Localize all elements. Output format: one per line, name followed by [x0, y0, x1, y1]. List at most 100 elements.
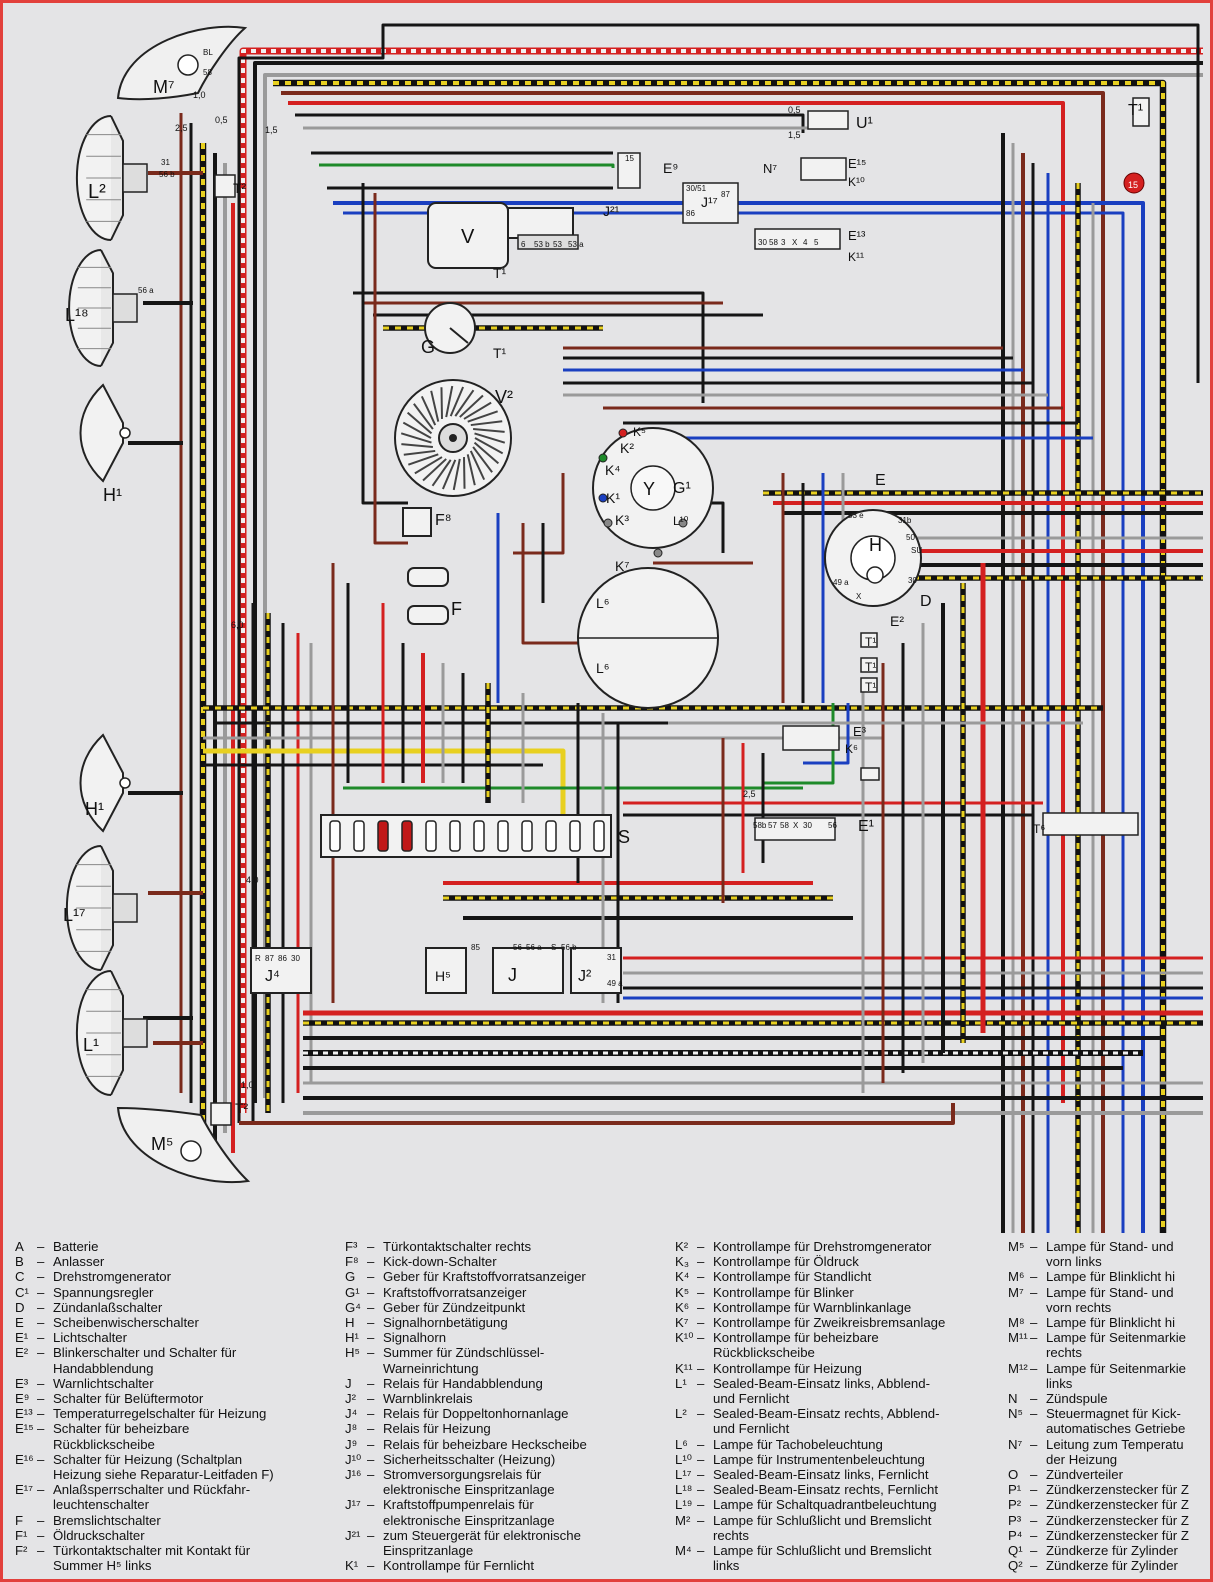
bulb-icon: [177, 54, 199, 76]
legend-code: J⁹: [345, 1436, 358, 1452]
terminal-label: 58: [203, 68, 212, 77]
fuse: [473, 820, 485, 852]
component-label: H¹: [85, 799, 104, 819]
legend-dash: –: [367, 1330, 375, 1346]
legend-dash: –: [37, 1239, 45, 1254]
legend-entry: K⁷–Kontrollampe für Zweikreisbremsanlage: [675, 1315, 1005, 1330]
fuse: [353, 820, 365, 852]
component-label: 15: [1128, 180, 1138, 190]
legend-code: E¹⁶: [15, 1451, 34, 1467]
legend-entry: K¹–Kontrollampe für Fernlicht: [345, 1558, 671, 1573]
component-label: N⁷: [763, 161, 777, 176]
terminal-label: 31: [607, 953, 616, 962]
legend-code: K¹¹: [675, 1360, 693, 1376]
legend-continuation: der Heizung: [1046, 1451, 1118, 1467]
component-label: H¹: [103, 485, 122, 505]
legend-entry: E³–Warnlichtschalter: [15, 1376, 341, 1391]
terminal-label: 53: [553, 240, 562, 249]
component-label: T¹: [1128, 102, 1143, 119]
legend-dash: –: [367, 1406, 375, 1422]
wire-gauge-label: 6,0: [231, 620, 244, 630]
legend-text: Relais für Doppeltonhornanlage: [383, 1406, 569, 1422]
legend-text: Sealed-Beam-Einsatz links, Fernlicht: [713, 1467, 929, 1483]
legend-code: M⁷: [1008, 1284, 1024, 1300]
wire-br: [521, 523, 583, 645]
legend-dash: –: [37, 1391, 45, 1407]
relay-j: [492, 947, 564, 994]
legend-entry: F³–Türkontaktschalter rechts: [345, 1239, 671, 1254]
legend-code: L⁶: [675, 1436, 688, 1452]
legend-entry: F²–Türkontaktschalter mit Kontakt für: [15, 1543, 341, 1558]
legend-code: E⁹: [15, 1391, 30, 1407]
legend-dash: –: [37, 1406, 45, 1422]
legend-text: Geber für Zündzeitpunkt: [383, 1299, 526, 1315]
legend-code: H: [345, 1315, 355, 1331]
legend-entry: J⁹–Relais für beheizbare Heckscheibe: [345, 1437, 671, 1452]
terminal-label: 57: [768, 821, 777, 830]
component-label: F: [451, 599, 462, 619]
terminal-label: X: [856, 592, 862, 601]
legend-dash: –: [367, 1467, 375, 1483]
wire-gauge-label: 0,5: [215, 115, 228, 125]
indicator-lamp: [653, 548, 663, 558]
legend-code: K¹: [345, 1558, 359, 1574]
legend-code: L¹⁰: [675, 1451, 693, 1467]
legend-code: M⁸: [1008, 1315, 1025, 1331]
relay-j17: [682, 182, 739, 224]
legend-dash: –: [697, 1375, 705, 1391]
terminal-label: 31b: [898, 516, 912, 525]
terminal-label: 30/51: [686, 184, 707, 193]
legend-entry: J–Relais für Handabblendung: [345, 1376, 671, 1391]
legend-text: Türkontaktschalter rechts: [383, 1239, 532, 1254]
legend-entry: A–Batterie: [15, 1239, 341, 1254]
wire-gauge-label: 1,5: [265, 125, 278, 135]
legend-entry: M⁵–Lampe für Stand- und: [1008, 1239, 1210, 1254]
switch-e15: [800, 157, 847, 181]
fuse: [569, 820, 581, 852]
terminal-label: 53 b: [534, 240, 550, 249]
legend-code: H⁵: [345, 1345, 360, 1361]
legend-entry: N⁷–Leitung zum Temperatu: [1008, 1437, 1210, 1452]
legend-entry: J¹⁷–Kraftstoffpumpenrelais für: [345, 1497, 671, 1512]
legend-code: O: [1008, 1467, 1019, 1483]
legend-continuation: elektronische Einspritzanlage: [383, 1482, 555, 1498]
legend-text: Spannungsregler: [53, 1284, 154, 1300]
legend-code: P⁴: [1008, 1527, 1023, 1543]
legend-code: F³: [345, 1239, 358, 1254]
legend-text: Zündkerze für Zylinder: [1046, 1543, 1178, 1559]
legend-text: Kontrollampe für beheizbare: [713, 1330, 879, 1346]
component-label: E¹: [858, 818, 874, 835]
component-label: H⁵: [435, 968, 451, 984]
legend-dash: –: [367, 1497, 375, 1513]
switch-e13: [754, 228, 841, 250]
horn-h1-lower: [79, 733, 131, 833]
wire-k: [361, 183, 408, 505]
legend-dash: –: [1030, 1315, 1038, 1331]
connector-t1: [1132, 97, 1150, 127]
terminal-label: 30: [803, 821, 812, 830]
legend-code: G¹: [345, 1284, 360, 1300]
legend-dash: –: [37, 1451, 45, 1467]
legend-continuation: elektronische Einspritzanlage: [383, 1512, 555, 1528]
fuse: [401, 820, 413, 852]
brake-switch-upper: [407, 567, 449, 587]
legend-code: F¹: [15, 1527, 28, 1543]
relay-j2: [570, 947, 622, 994]
legend-text: Lampe für Seitenmarkie: [1046, 1360, 1187, 1376]
wire-gauge-label: 0,5: [788, 105, 801, 115]
component-label: J¹⁷: [701, 194, 718, 210]
buzzer-h5: [425, 947, 467, 994]
legend-code: E¹: [15, 1330, 29, 1346]
legend-code: M⁵: [1008, 1239, 1025, 1254]
legend-entry: G–Geber für Kraftstoffvorratsanzeiger: [345, 1269, 671, 1284]
fuse: [425, 820, 437, 852]
legend-code: E¹⁵: [15, 1421, 34, 1437]
legend-code: J: [345, 1375, 352, 1391]
legend-dash: –: [697, 1482, 705, 1498]
terminal-label: X: [792, 238, 798, 247]
legend-dash: –: [367, 1299, 375, 1315]
legend-dash: –: [1030, 1269, 1038, 1285]
legend-text: Kontrollampe für Blinker: [713, 1284, 854, 1300]
legend-continuation: links: [713, 1558, 740, 1574]
